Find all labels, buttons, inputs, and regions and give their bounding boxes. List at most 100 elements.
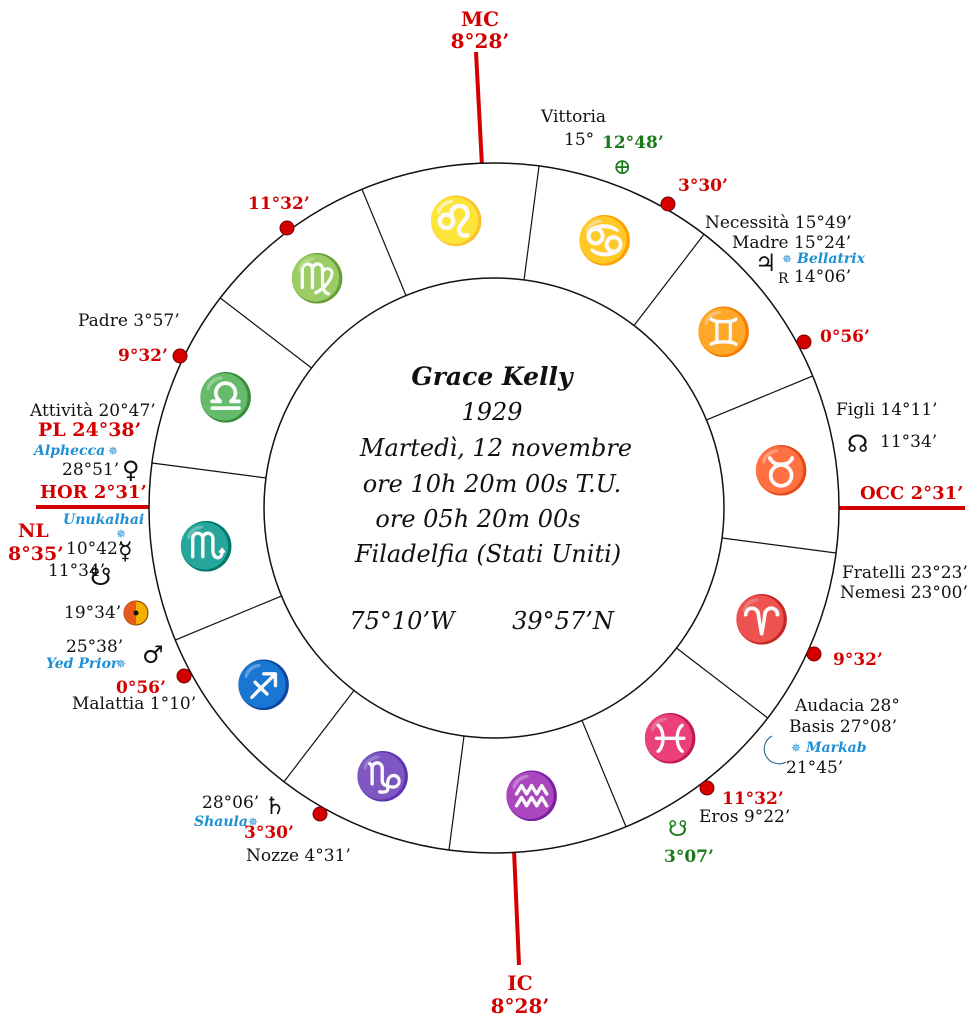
sagittarius-icon: ♐ [235, 658, 292, 712]
mars-icon: ♂ [142, 641, 164, 669]
alphecca-label: Alphecca [32, 443, 105, 459]
mc-axis-line [474, 51, 484, 167]
star-icon: ✵ [116, 657, 126, 671]
nemesi-label: Nemesi 23°00’ [840, 583, 968, 603]
north-node-degree: 11°34’ [880, 432, 937, 452]
leo-icon: ♌ [428, 193, 485, 247]
pisces-icon: ♓ [642, 711, 699, 765]
cusp-label: 11°32’ [248, 194, 310, 214]
cusp-label: 9°32’ [833, 650, 883, 670]
basis-label: Basis 27°08’ [789, 717, 897, 737]
ic-axis-line [512, 849, 521, 966]
mc-label: MC [461, 7, 499, 31]
cusp-dot [660, 196, 676, 212]
retrograde-marker: R [778, 271, 789, 287]
star-icon: ✵ [782, 252, 792, 266]
figli-label: Figli 14°11’ [836, 400, 938, 420]
nl-degree: 8°35’ [8, 543, 64, 565]
yed-prior-label: Yed Prior [46, 656, 120, 672]
pl-label: PL 24°38’ [38, 419, 141, 441]
sign-divider [219, 297, 312, 369]
cusp-dot [806, 646, 822, 662]
cusp-label: 0°56’ [820, 327, 870, 347]
virgo-icon: ♍ [289, 251, 346, 305]
hor-label: HOR 2°31’ [40, 482, 147, 503]
sign-glyphs: ♌♋♊♉♈♓♒♑♐♏♎♍ [178, 193, 810, 822]
shaula-label: Shaula [194, 814, 248, 830]
chart-name: Grace Kelly [411, 362, 574, 391]
mercury-icon: ☿ [118, 537, 133, 565]
scorpio-icon: ♏ [178, 519, 235, 573]
ic-value: 8°28’ [491, 994, 550, 1018]
fortune-icon: ⊕ [613, 155, 631, 180]
sign-divider [721, 537, 837, 554]
inner-ring [263, 277, 725, 739]
cusp-label: 9°32’ [118, 346, 168, 366]
birth-place: Filadelfia (Stati Uniti) [354, 540, 621, 568]
star-icon: ✵ [791, 741, 801, 755]
birth-time-ut: ore 10h 20m 00s T.U. [363, 470, 622, 498]
cusp-dot [176, 668, 192, 684]
saturn-icon: ♄ [264, 792, 286, 820]
vittoria-degree: 15° [564, 130, 594, 150]
birth-year: 1929 [461, 398, 522, 426]
star-icon: ✵ [116, 527, 126, 541]
unukalhai-label: Unukalhai [63, 512, 144, 528]
eros-icon: ☋ [668, 817, 688, 842]
cusp-dot [796, 334, 812, 350]
markab-label: Markab [805, 740, 867, 756]
aries-icon: ♈ [733, 592, 790, 646]
birth-date: Martedì, 12 novembre [359, 434, 632, 462]
south-node-icon: ☋ [90, 563, 111, 591]
nl-label: NL [18, 520, 49, 542]
cusp-dot [279, 220, 295, 236]
venus-degree: 28°51’ [62, 460, 119, 480]
sign-divider [283, 690, 355, 783]
madre-label: Madre 15°24’ [732, 233, 851, 253]
sign-divider [151, 462, 267, 479]
sign-divider [361, 189, 407, 296]
nozze-label: Nozze 4°31’ [246, 846, 351, 866]
cusp-dot [312, 806, 328, 822]
eros-label: Eros 9°22’ [699, 807, 790, 827]
cusp-label: 0°56’ [116, 678, 166, 698]
star-icon: ✵ [248, 815, 258, 829]
cusp-dots [172, 196, 822, 822]
bellatrix-label: Bellatrix [796, 251, 866, 267]
saturn-degree: 28°06’ [202, 793, 259, 813]
aquarius-icon: ♒ [503, 769, 560, 823]
cancer-icon: ♋ [576, 213, 633, 267]
jupiter-icon: ♃ [755, 249, 777, 277]
star-icon: ✵ [108, 444, 118, 458]
sign-divider [633, 233, 705, 326]
mercury-degree: 10°42’ [66, 539, 123, 559]
fratelli-label: Fratelli 23°23’ [842, 563, 968, 583]
cusp-dot [172, 348, 188, 364]
eros-green-degree: 3°07’ [664, 847, 714, 867]
latitude: 39°57’N [512, 607, 615, 635]
gemini-icon: ♊ [695, 304, 752, 358]
center-info: Grace Kelly 1929 Martedì, 12 novembre or… [349, 362, 632, 635]
sign-divider [676, 647, 769, 719]
fortune-degree: 12°48’ [602, 133, 664, 153]
venus-icon: ♀ [122, 456, 140, 484]
sign-divider [175, 595, 282, 641]
cusp-label: 3°30’ [678, 176, 728, 196]
capricorn-icon: ♑ [354, 749, 411, 803]
sign-divider [448, 735, 465, 851]
sign-divider [706, 375, 813, 421]
occ-label: OCC 2°31’ [860, 483, 963, 504]
vittoria-label: Vittoria [540, 107, 606, 127]
sign-divider [523, 165, 540, 281]
north-node-icon: ☊ [847, 430, 868, 458]
cusp-label: 3°30’ [244, 823, 294, 843]
sign-divider [581, 720, 627, 827]
sign-dividers [151, 165, 837, 851]
attivita-label: Attività 20°47’ [29, 401, 156, 421]
sun-degree: 19°34’ [64, 603, 121, 623]
jupiter-degree: 14°06’ [794, 267, 851, 287]
birth-time-local: ore 05h 20m 00s [375, 505, 580, 533]
necessita-label: Necessità 15°49’ [705, 213, 852, 233]
moon-icon [763, 735, 787, 765]
